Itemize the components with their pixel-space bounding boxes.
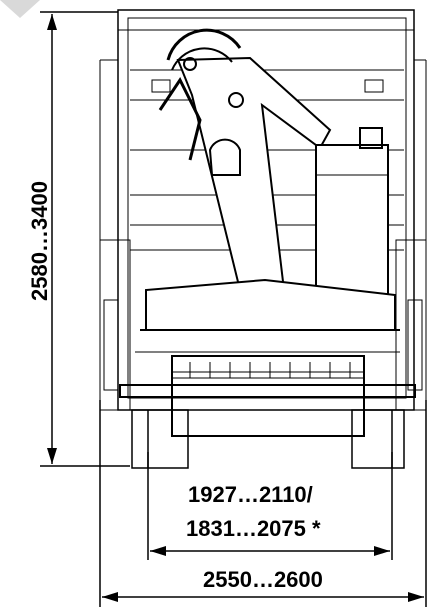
fixture (151, 79, 171, 93)
corner-mark (0, 0, 40, 18)
width-dimension-line (99, 400, 427, 607)
left-side-panel (99, 59, 131, 411)
right-side-panel (395, 59, 427, 411)
overall-width-dimension-label: 2550…2600 (203, 567, 323, 592)
tank-unit (315, 127, 389, 296)
right-wheels (351, 409, 405, 469)
fixture (364, 79, 384, 93)
height-dimension-line (40, 11, 130, 467)
rear-bumper (171, 355, 365, 437)
track-dimension-line (147, 452, 393, 560)
track-dimension-label-bottom: 1831…2075 * (186, 516, 321, 541)
platform (119, 278, 416, 398)
crane-arm (158, 28, 332, 291)
left-wheels (131, 409, 189, 469)
height-dimension-label: 2580…3400 (27, 181, 52, 301)
track-dimension-label-top: 1927…2110/ (188, 482, 313, 507)
